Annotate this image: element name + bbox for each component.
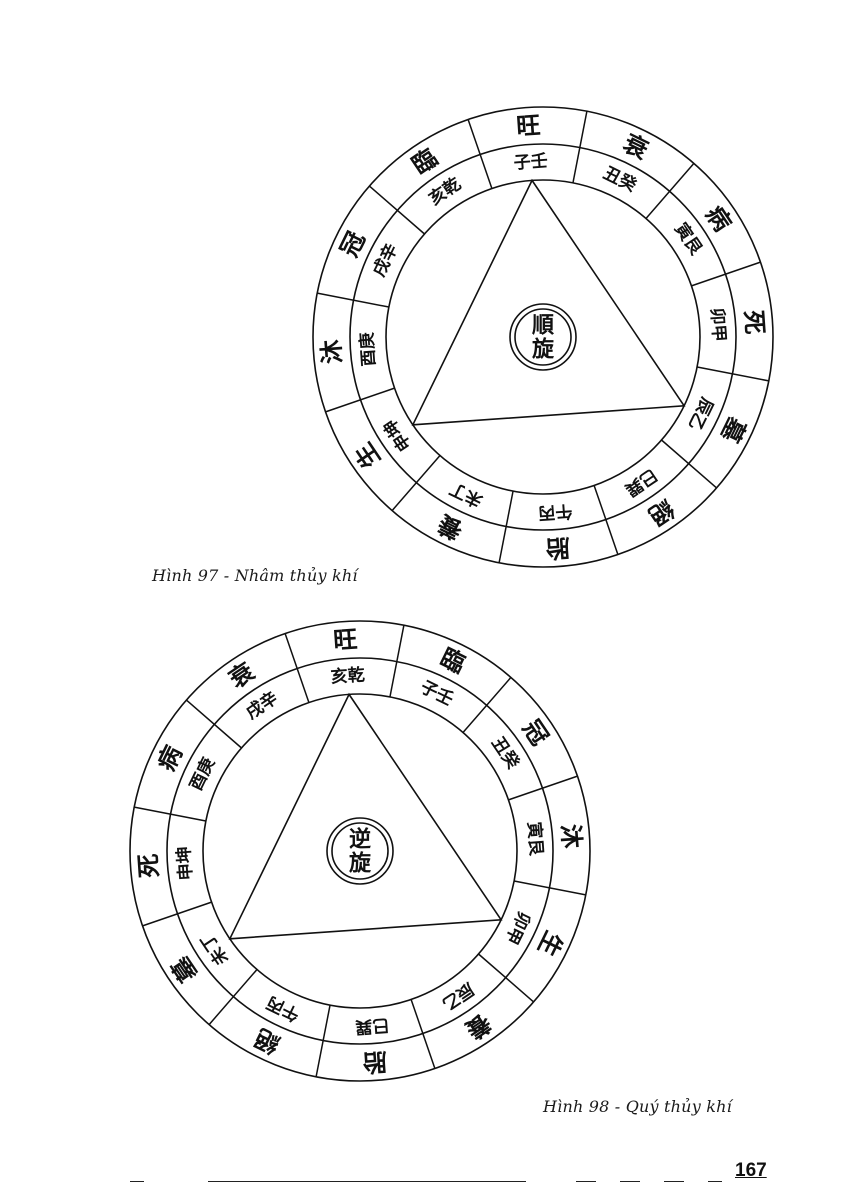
sector-divider bbox=[660, 439, 718, 489]
outer-ring-label: 臨 bbox=[407, 143, 443, 180]
center-label: 順 bbox=[532, 314, 555, 339]
footer-rule bbox=[208, 1181, 526, 1182]
outer-ring-label: 養 bbox=[433, 509, 467, 545]
inner-ring-label: 寅艮 bbox=[523, 821, 546, 857]
outer-ring-label: 冠 bbox=[335, 227, 371, 261]
hub-inner-circle bbox=[331, 822, 389, 880]
inner-ring-label: 子壬 bbox=[417, 677, 456, 710]
sector-divider bbox=[572, 111, 588, 184]
sector-divider bbox=[389, 625, 405, 698]
center-label: 旋 bbox=[532, 337, 555, 363]
fig97-ring-diagram: 旺子壬衰丑癸病寅艮死卯甲墓辰乙絕巳巽胎午丙養未丁生申坤沐酉庚冠戌辛臨亥乾順旋 bbox=[312, 106, 774, 568]
inner-ring-label: 巳巽 bbox=[355, 1014, 390, 1036]
sector-divider bbox=[467, 119, 493, 189]
sector-divider bbox=[317, 292, 390, 308]
sector-divider bbox=[645, 162, 695, 220]
outer-ring-label: 生 bbox=[532, 927, 568, 961]
sector-divider bbox=[462, 676, 512, 734]
outer-ring-label: 病 bbox=[152, 741, 188, 775]
sector-divider bbox=[508, 775, 578, 801]
middle-circle bbox=[349, 143, 737, 531]
sector-divider bbox=[284, 633, 310, 703]
sector-divider bbox=[391, 454, 441, 512]
footer-dash bbox=[130, 1181, 144, 1182]
outer-ring-label: 旺 bbox=[332, 625, 358, 655]
sector-divider bbox=[134, 806, 207, 822]
outer-circle bbox=[312, 106, 774, 568]
figure-97-caption: Hình 97 - Nhâm thủy khí bbox=[152, 566, 358, 585]
outer-ring-label: 臨 bbox=[436, 643, 470, 679]
sector-divider bbox=[513, 880, 586, 896]
inner-ring-label: 卯甲 bbox=[501, 908, 534, 947]
sector-divider bbox=[593, 485, 619, 555]
center-label: 逆 bbox=[349, 827, 371, 853]
inner-ring-label: 午丙 bbox=[538, 500, 573, 523]
footer-dash bbox=[620, 1181, 640, 1182]
outer-ring-label: 養 bbox=[460, 1008, 496, 1045]
inner-circle bbox=[385, 179, 701, 495]
inner-ring-label: 申坤 bbox=[173, 846, 196, 881]
outer-ring-label: 胎 bbox=[545, 533, 571, 563]
outer-ring-label: 沐 bbox=[556, 823, 586, 849]
sector-divider bbox=[142, 901, 212, 927]
outer-ring-label: 死 bbox=[134, 853, 164, 879]
inner-ring-label: 亥乾 bbox=[330, 664, 365, 687]
hub-outer-circle bbox=[326, 817, 394, 885]
page-number: 167 bbox=[735, 1160, 767, 1181]
sector-divider bbox=[410, 999, 436, 1069]
outer-ring-label: 墓 bbox=[715, 412, 752, 448]
middle-circle bbox=[166, 657, 554, 1045]
sector-divider bbox=[498, 490, 514, 563]
hub-inner-circle bbox=[514, 308, 572, 366]
inner-circle bbox=[202, 693, 518, 1009]
hub-outer-circle bbox=[509, 303, 577, 371]
inner-ring-label: 辰乙 bbox=[684, 394, 717, 433]
outer-circle bbox=[129, 620, 591, 1082]
triangle bbox=[228, 692, 503, 940]
inner-ring-label: 酉庚 bbox=[356, 332, 379, 367]
sector-divider bbox=[325, 387, 395, 413]
inner-ring-label: 卯甲 bbox=[706, 307, 728, 342]
sector-divider bbox=[477, 953, 535, 1003]
outer-ring-label: 絕 bbox=[643, 494, 679, 531]
sector-divider bbox=[368, 185, 426, 235]
triangle bbox=[411, 178, 686, 426]
outer-ring-label: 旺 bbox=[515, 111, 541, 141]
outer-ring-label: 冠 bbox=[517, 715, 554, 751]
outer-ring-label: 沐 bbox=[317, 339, 347, 365]
outer-ring-label: 病 bbox=[700, 201, 737, 237]
footer-dash bbox=[708, 1181, 722, 1182]
outer-ring-label: 死 bbox=[739, 309, 769, 335]
figure-98-caption: Hình 98 - Quý thủy khí bbox=[543, 1097, 732, 1116]
sector-divider bbox=[185, 699, 243, 749]
outer-ring-label: 衰 bbox=[618, 129, 654, 166]
outer-ring-label: 胎 bbox=[362, 1047, 388, 1077]
inner-ring-label: 子壬 bbox=[513, 151, 548, 173]
center-label: 旋 bbox=[349, 851, 372, 877]
footer-dash bbox=[664, 1181, 684, 1182]
sector-divider bbox=[315, 1004, 331, 1077]
sector-divider bbox=[696, 366, 769, 382]
footer-dash bbox=[576, 1181, 596, 1182]
sector-divider bbox=[691, 261, 761, 287]
sector-divider bbox=[208, 968, 258, 1026]
outer-ring-label: 生 bbox=[349, 437, 386, 473]
fig98-ring-diagram: 旺亥乾臨子壬冠丑癸沐寅艮生卯甲養辰乙胎巳巽絕午丙墓未丁死申坤病酉庚衰戌辛逆旋 bbox=[129, 620, 591, 1082]
outer-ring-label: 絕 bbox=[250, 1023, 284, 1059]
